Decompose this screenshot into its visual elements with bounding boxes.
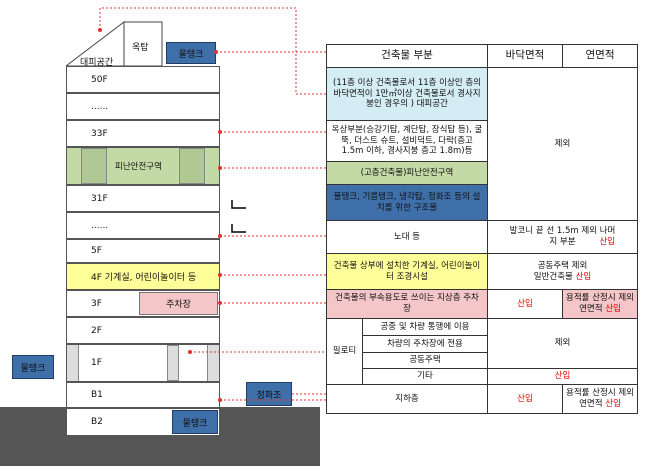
header-floor-area: 바닥면적 bbox=[487, 44, 563, 68]
header-part: 건축물 부분 bbox=[326, 44, 488, 68]
parking-box: 주차장 bbox=[139, 292, 218, 315]
floor-33f: 33F bbox=[66, 120, 220, 147]
floor-4f: 4F 기계실, 어린이놀이터 등 bbox=[66, 263, 220, 290]
parking-total-area: 용적률 산정시 제외 연면적 산입 bbox=[562, 289, 638, 319]
row-parking: 건축물의 부속용도로 쓰이는 지상층 주차장 bbox=[326, 289, 488, 319]
row-structure: 물탱크, 기름탱크, 냉각탑, 정화조 등의 설치를 위한 구조물 bbox=[326, 184, 488, 221]
basement-total-area: 용적률 산정시 제외 연면적 산입 bbox=[562, 384, 638, 414]
row-basement: 지하층 bbox=[326, 384, 488, 414]
rooftop-shape bbox=[66, 20, 163, 67]
balcony-rule-cell: 발코니 끝 선 1.5m 제외 나머지 부분 산입 bbox=[487, 220, 638, 254]
b2-water-tank: 물탱크 bbox=[172, 410, 218, 434]
left-water-tank: 물탱크 bbox=[12, 355, 54, 379]
piloti-other-include: 산입 bbox=[487, 368, 638, 385]
row-piloti: 필로티 bbox=[326, 318, 363, 385]
header-total-area: 연면적 bbox=[562, 44, 638, 68]
piloti-parking: 차량의 주차장에 전용 bbox=[362, 335, 488, 353]
piloti-public-passage: 공중 및 차량 통행에 이용 bbox=[362, 318, 488, 336]
rooftop-label: 옥탑 bbox=[132, 43, 149, 53]
basement-floor-area: 산입 bbox=[487, 384, 563, 414]
floor-50f: 50F bbox=[66, 66, 220, 93]
row-refuge-zone: (고층건축물)피난안전구역 bbox=[326, 161, 488, 185]
floor-1f-piloti: 1F bbox=[66, 344, 220, 382]
piloti-apartment: 공동주택 bbox=[362, 352, 488, 369]
excluded-cell-upper: 제외 bbox=[487, 67, 638, 221]
septic-tank: 정화조 bbox=[246, 382, 292, 406]
piloti-other: 기타 bbox=[362, 368, 488, 385]
floor-2f: 2F bbox=[66, 317, 220, 344]
row-roof-facility: 건축물 상부에 설치한 기계실, 어린이놀이터 조경시설 bbox=[326, 253, 488, 290]
refuge-space-label: 대피공간 bbox=[80, 58, 114, 68]
floor-b1: B1 bbox=[66, 382, 220, 408]
floor-dots-lower: ...... bbox=[66, 212, 220, 239]
roof-facility-rule-cell: 공동주택 제외 일반건축물 산입 bbox=[487, 253, 638, 290]
piloti-excluded: 제외 bbox=[487, 318, 638, 369]
refuge-zone-floor: 피난안전구역 bbox=[66, 147, 220, 185]
floor-5f: 5F bbox=[66, 239, 220, 263]
row-rooftop: 옥상부분(승강기탑, 계단탑, 장식탑 등), 굴뚝, 더스트 슈트, 설비덕트… bbox=[326, 120, 488, 162]
parking-floor-area: 산입 bbox=[487, 289, 563, 319]
row-refuge-space: (11층 이상 건축물로서 11층 이상인 층의 바닥면적이 1만㎡이상 건축물… bbox=[326, 67, 488, 121]
floor-31f: 31F bbox=[66, 185, 220, 212]
row-balcony: 노대 등 bbox=[326, 220, 488, 254]
floor-dots-upper: ...... bbox=[66, 93, 220, 120]
